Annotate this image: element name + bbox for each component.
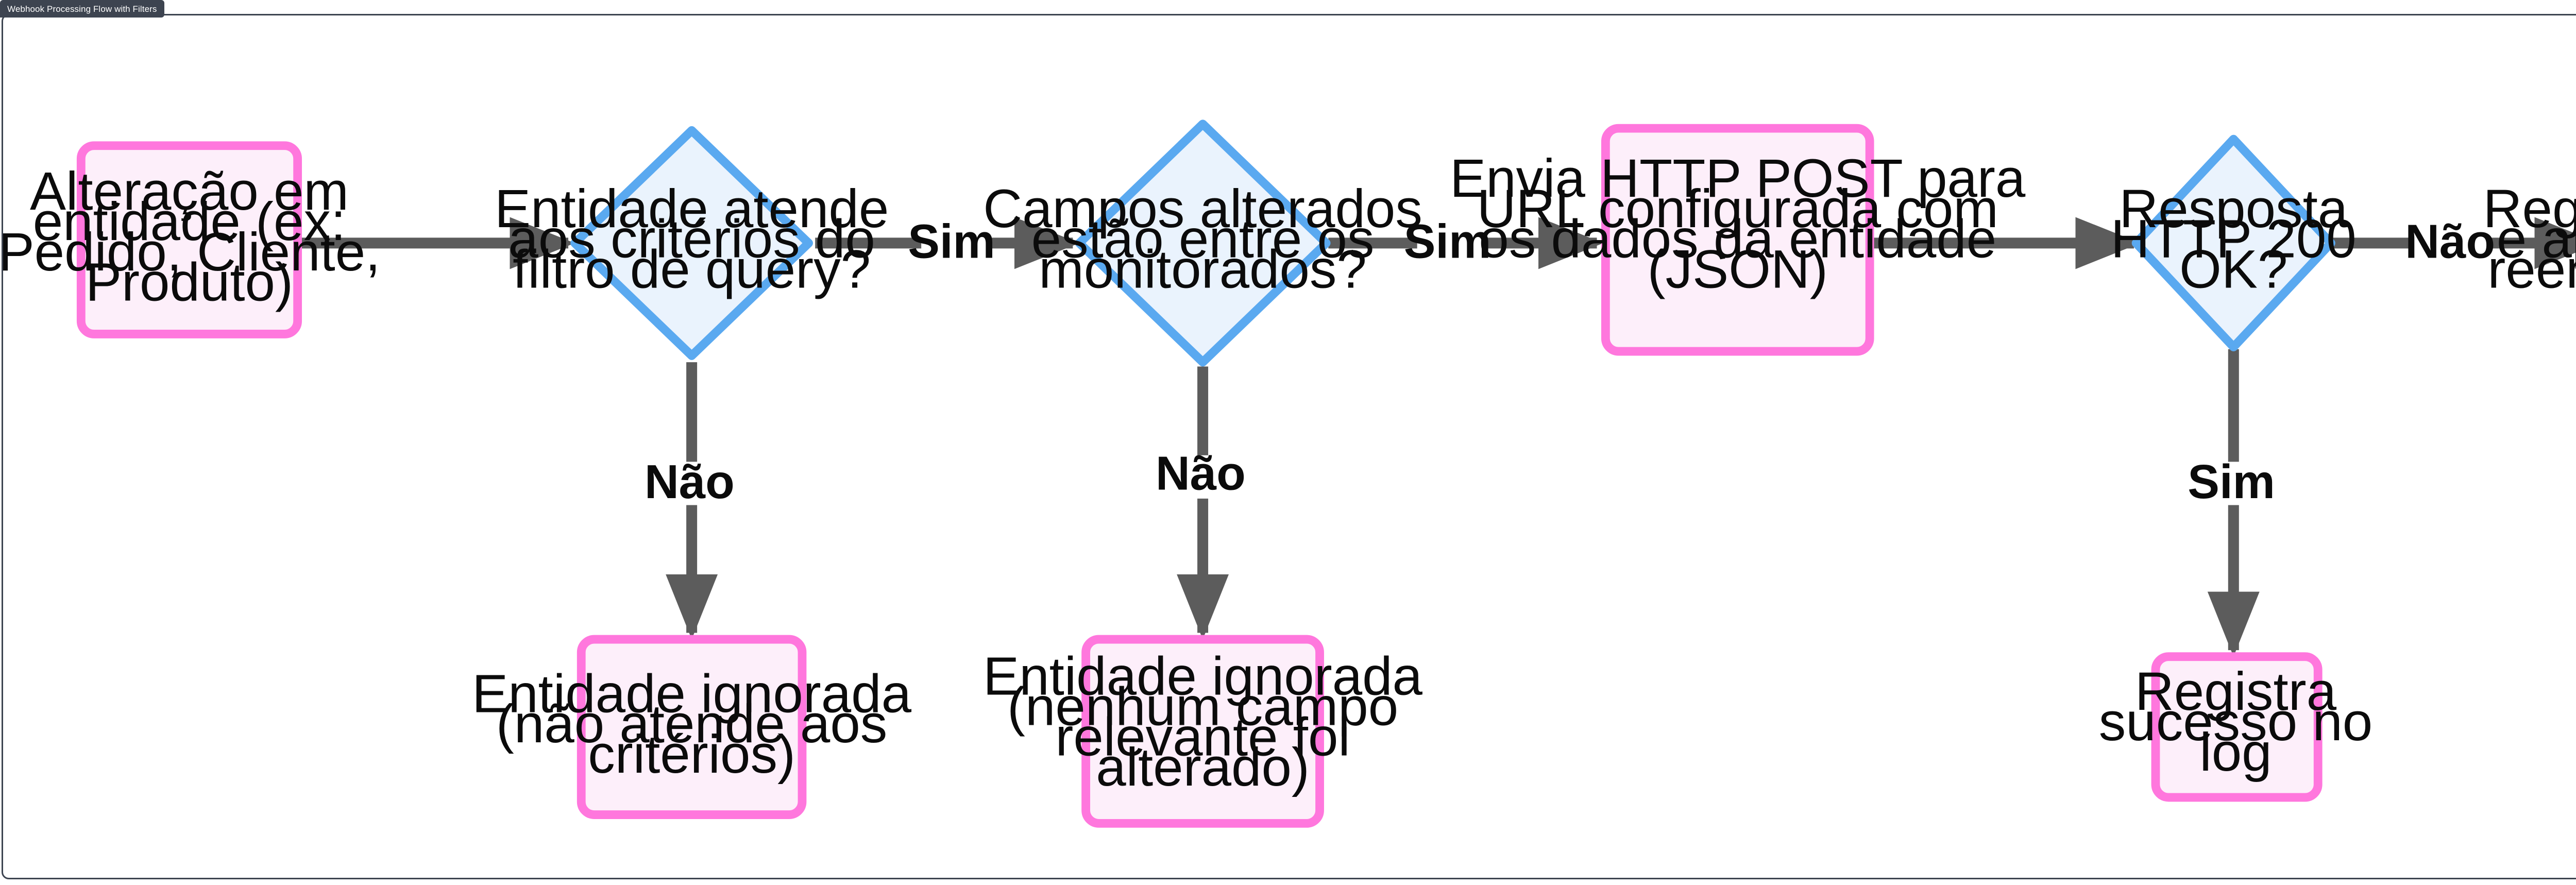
diagram-title-text: Webhook Processing Flow with Filters (7, 4, 157, 14)
node-envia-http-post-line-3: os dados da entidade (1479, 209, 1996, 269)
node-entidade-ignorada-campos-line-1: Entidade ignorada (983, 646, 1422, 707)
node-registra-sucesso-log-line-2: sucesso no (2099, 692, 2372, 752)
node-campos-alterados-monitorados-shape (1075, 120, 1331, 367)
node-alteracao-entidade-line-2: entidade (ex: (33, 192, 346, 252)
node-envia-http-post-line-2: URL configurada com (1477, 179, 1998, 239)
node-entidade-ignorada-campos[interactable]: Entidade ignorada (nenhum campo relevant… (983, 635, 1423, 828)
node-envia-http-post-shape (1601, 124, 1874, 356)
flowchart-svg: Sim Não Sim Não Não (3, 120, 2576, 828)
edge-label-bg-1 (921, 221, 987, 265)
node-entidade-atende-criterios-line-3: filtro de query? (513, 239, 871, 299)
node-entidade-ignorada-criterios-shape (577, 635, 807, 819)
node-alteracao-entidade-line-1: Alteração em (30, 161, 349, 222)
node-resposta-http-200-shape (2131, 134, 2335, 352)
node-resposta-http-200-line-1: Resposta (2119, 179, 2348, 239)
edge-label-response-no: Não (2405, 215, 2495, 268)
diagram-canvas[interactable]: Sim Não Sim Não Não (2, 14, 2576, 879)
diagram-title-tab[interactable]: Webhook Processing Flow with Filters (0, 0, 164, 18)
node-entidade-ignorada-campos-line-2: (nenhum campo (1007, 677, 1398, 737)
edge-layer: Sim Não Sim Não Não (297, 215, 2576, 657)
node-entidade-atende-criterios-line-2: aos critérios do (508, 209, 875, 269)
node-campos-alterados-monitorados-line-1: Campos alterados (983, 179, 1422, 239)
node-campos-alterados-monitorados-line-2: estão entre os (1031, 209, 1375, 269)
node-registra-sucesso-log-line-1: Registra (2135, 661, 2337, 722)
node-registra-sucesso-log-line-3: log (2199, 722, 2272, 782)
node-entidade-ignorada-campos-line-4: alterado) (1096, 737, 1310, 797)
node-resposta-http-200[interactable]: Resposta HTTP 200 OK? (2111, 134, 2357, 352)
edge-label-filter-no: Não (645, 455, 735, 508)
node-registra-erro-log[interactable]: Registra erro no log e aplica política d… (2483, 148, 2576, 332)
node-campos-alterados-monitorados-line-3: monitorados? (1039, 239, 1367, 299)
node-envia-http-post-line-1: Envia HTTP POST para (1450, 148, 2026, 209)
node-resposta-http-200-line-3: OK? (2179, 239, 2287, 299)
node-alteracao-entidade-shape (76, 141, 302, 338)
node-entidade-ignorada-criterios-line-2: (não atende aos (496, 694, 887, 754)
node-entidade-ignorada-criterios[interactable]: Entidade ignorada (não atende aos critér… (472, 635, 912, 819)
edge-label-response-yes: Sim (2188, 455, 2275, 508)
edge-label-fields-no: Não (1156, 446, 1246, 500)
edge-label-filter-yes: Sim (908, 215, 995, 268)
edge-label-bg-4 (1163, 455, 1238, 499)
node-registra-sucesso-log-shape (2151, 652, 2323, 802)
node-registra-erro-log-line-3: reenvio (se houver) (2487, 239, 2576, 299)
node-entidade-atende-criterios-shape (570, 126, 813, 360)
node-envia-http-post[interactable]: Envia HTTP POST para URL configurada com… (1450, 124, 2026, 356)
node-alteracao-entidade[interactable]: Alteração em entidade (ex: Pedido, Clien… (3, 141, 380, 338)
node-campos-alterados-monitorados[interactable]: Campos alterados estão entre os monitora… (983, 120, 1422, 367)
node-entidade-ignorada-criterios-line-3: critérios) (588, 724, 795, 785)
node-registra-erro-log-line-2: e aplica política de (2497, 209, 2576, 269)
node-resposta-http-200-line-2: HTTP 200 (2111, 209, 2357, 269)
node-alteracao-entidade-line-3: Pedido, Cliente, (3, 222, 380, 282)
node-entidade-ignorada-criterios-line-1: Entidade ignorada (472, 663, 911, 724)
node-entidade-ignorada-campos-shape (1081, 635, 1324, 828)
node-envia-http-post-line-4: (JSON) (1648, 239, 1828, 299)
edge-label-bg-2 (652, 462, 726, 505)
node-entidade-atende-criterios[interactable]: Entidade atende aos critérios do filtro … (495, 126, 889, 360)
node-alteracao-entidade-line-4: Produto) (86, 252, 293, 313)
edge-label-bg-3 (1417, 221, 1482, 265)
node-entidade-atende-criterios-line-1: Entidade atende (495, 179, 889, 239)
edge-label-fields-yes: Sim (1404, 215, 1492, 268)
node-registra-erro-log-line-1: Registra erro no log (2483, 179, 2576, 239)
edge-label-bg-6 (2199, 462, 2264, 505)
edge-label-bg-5 (2413, 221, 2487, 265)
node-entidade-ignorada-campos-line-3: relevante foi (1055, 707, 1350, 767)
node-registra-sucesso-log[interactable]: Registra sucesso no log (2099, 652, 2372, 802)
